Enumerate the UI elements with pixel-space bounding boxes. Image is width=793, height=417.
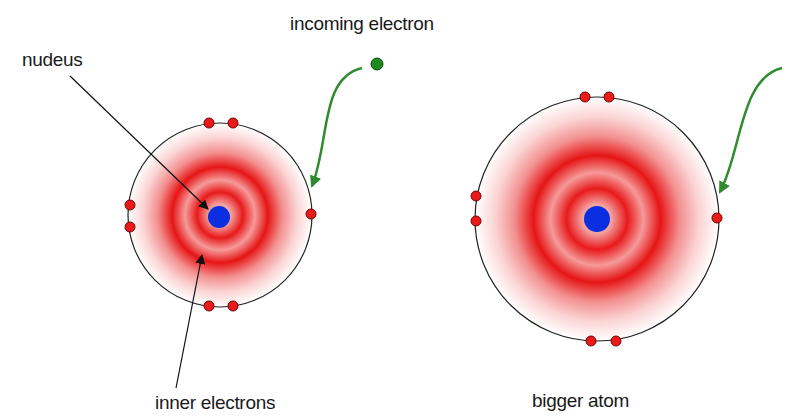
label: inner electrons bbox=[155, 393, 275, 414]
incoming-electron bbox=[371, 58, 383, 70]
nucleus bbox=[208, 206, 230, 228]
approach-arrow bbox=[312, 68, 362, 186]
label: bigger atom bbox=[532, 391, 629, 412]
atom-shell bbox=[475, 97, 719, 341]
label: incoming electron bbox=[290, 14, 434, 35]
nucleus bbox=[584, 206, 610, 232]
outer-electrons bbox=[125, 118, 316, 311]
atom-shell bbox=[128, 123, 312, 307]
approach-arrow bbox=[720, 68, 782, 192]
label: nudeus bbox=[22, 50, 83, 71]
leader-line bbox=[176, 255, 202, 388]
outer-electrons bbox=[471, 92, 722, 346]
leader-line bbox=[70, 76, 208, 209]
